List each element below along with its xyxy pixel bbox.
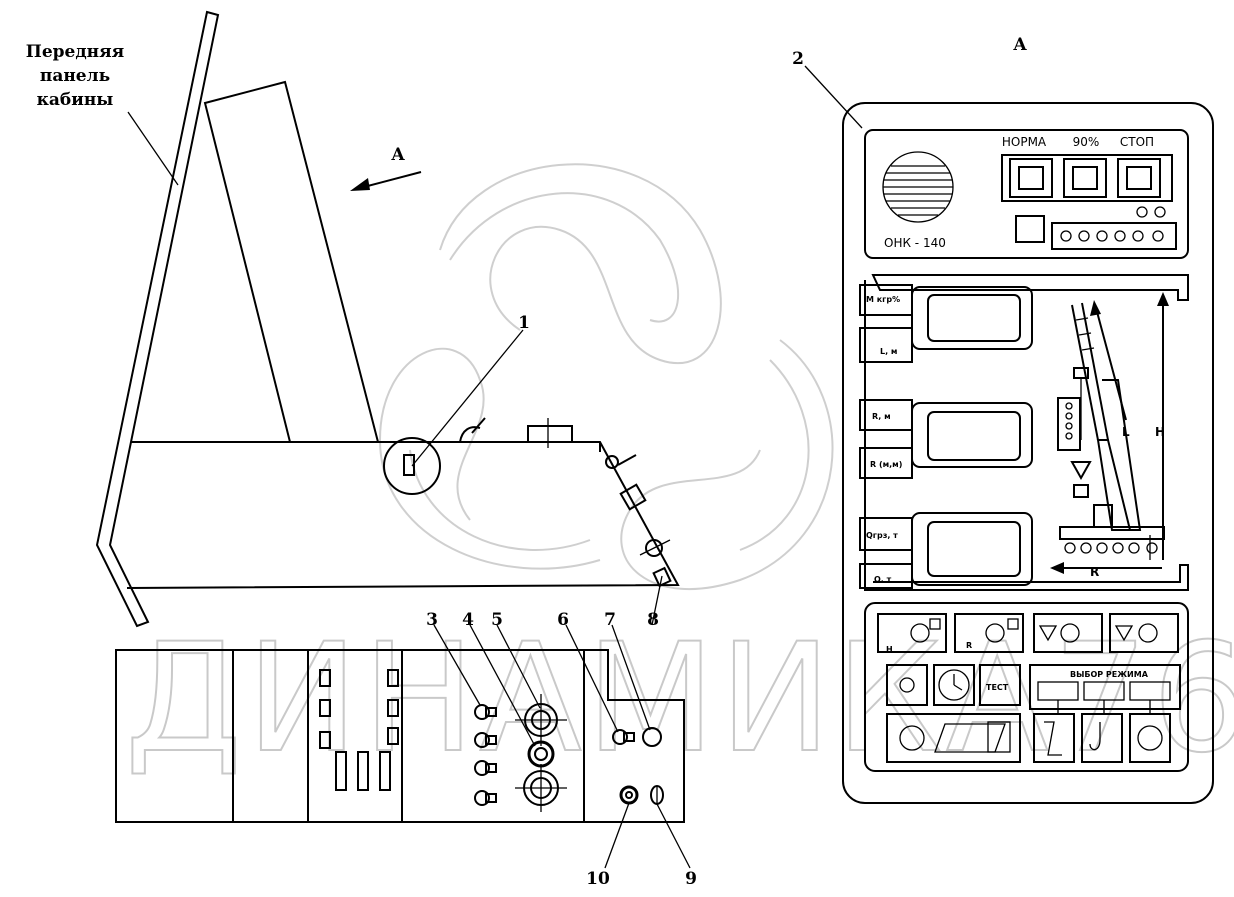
callout-6: 6 xyxy=(557,610,569,630)
svg-text:Qгрз, т: Qгрз, т xyxy=(866,531,898,540)
boom-length-letter: L xyxy=(1122,425,1130,439)
boom-height-letter: H xyxy=(1155,425,1165,439)
svg-text:H: H xyxy=(886,645,893,654)
callout-7: 7 xyxy=(604,610,616,630)
view-arrow-label: А xyxy=(391,145,405,165)
display-load: Qгрз, т Q, т xyxy=(859,512,1033,589)
svg-text:панель: панель xyxy=(40,66,110,86)
speaker-grille xyxy=(882,151,954,223)
test-button-label: ТЕСТ xyxy=(986,683,1009,692)
callout-10: 10 xyxy=(586,869,610,889)
svg-text:R (м,м): R (м,м) xyxy=(870,460,902,469)
boom-radius-letter: R xyxy=(1090,565,1099,579)
onk-140-panel: ОНК - 140 НОРМА 90% СТОП М кгр% L, м xyxy=(842,102,1214,804)
callout-4: 4 xyxy=(462,610,474,630)
indicator-lamps: НОРМА 90% СТОП xyxy=(1001,135,1173,202)
svg-text:L, м: L, м xyxy=(880,347,897,356)
svg-text:R: R xyxy=(966,641,972,650)
indicator-norm-label: НОРМА xyxy=(1002,135,1047,149)
callout-2: 2 xyxy=(792,49,804,69)
display-radius: R, м R (м,м) xyxy=(859,399,1033,479)
cabin-front-panel-label: Передняя панель кабины xyxy=(26,42,124,110)
callout-leaders xyxy=(127,65,863,869)
toggle-switch-group xyxy=(474,704,497,806)
cabin-side-view xyxy=(95,10,680,628)
indicator-90-label: 90% xyxy=(1073,135,1100,149)
svg-text:М кгр%: М кгр% xyxy=(866,295,900,304)
svg-text:R, м: R, м xyxy=(872,412,891,421)
callout-1: 1 xyxy=(518,313,530,333)
model-label: ОНК - 140 xyxy=(884,236,946,250)
display-moment: М кгр% L, м xyxy=(859,284,1033,363)
svg-text:кабины: кабины xyxy=(37,90,114,110)
callout-5: 5 xyxy=(491,610,503,630)
crane-schematic: L H R xyxy=(1050,292,1169,579)
callout-8: 8 xyxy=(647,610,659,630)
callout-3: 3 xyxy=(426,610,438,630)
console-front-view xyxy=(115,649,685,823)
view-title: А xyxy=(1013,35,1027,55)
mode-select-label: ВЫБОР РЕЖИМА xyxy=(1070,670,1149,679)
svg-text:Q, т: Q, т xyxy=(874,575,892,584)
svg-text:Передняя: Передняя xyxy=(26,42,124,62)
callout-numbers: 1 2 3 4 5 6 7 8 9 10 xyxy=(426,49,804,889)
callout-9: 9 xyxy=(685,869,697,889)
indicator-stop-label: СТОП xyxy=(1120,135,1154,149)
switch-1-detail xyxy=(383,437,441,495)
watermark-logo xyxy=(378,163,834,591)
button-area: H R ТЕСТ ВЫБОР РЕЖИМА xyxy=(877,613,1181,763)
